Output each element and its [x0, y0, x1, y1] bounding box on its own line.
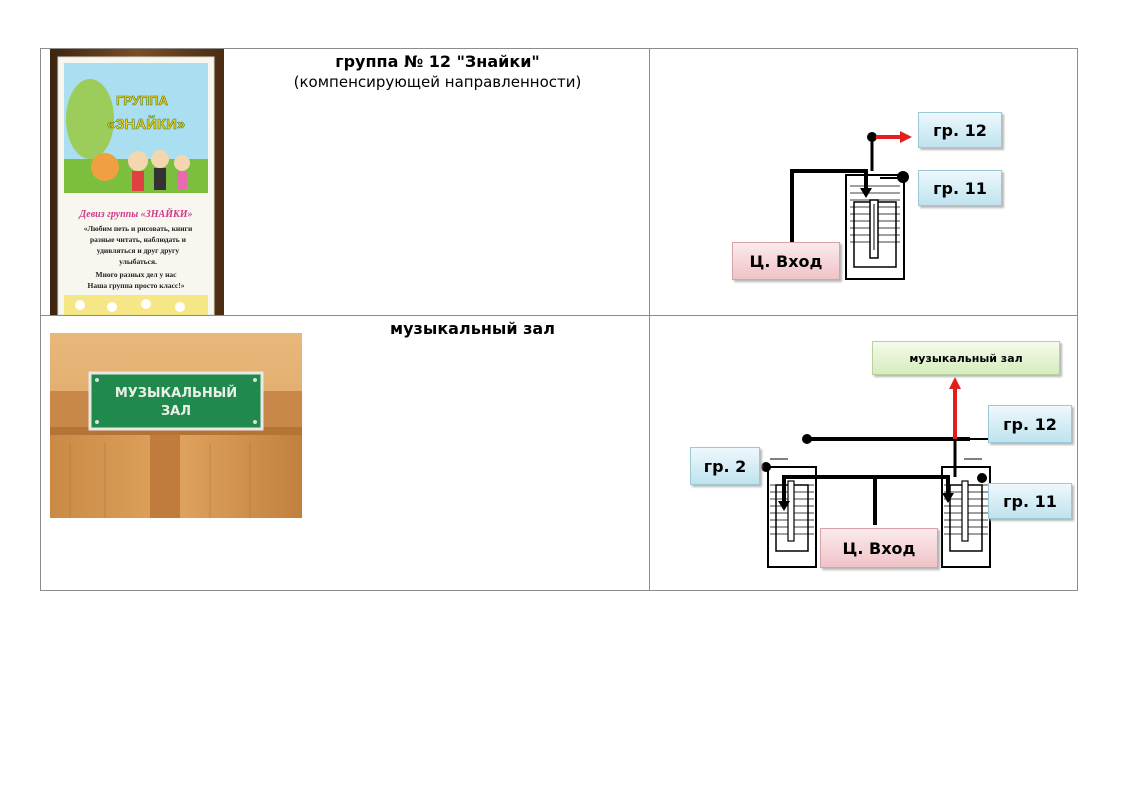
label-music-hall: музыкальный зал	[872, 341, 1060, 375]
group-subtitle: (компенсирующей направленности)	[293, 73, 582, 91]
label-main-entrance: Ц. Вход	[820, 528, 938, 568]
label-group-12: гр. 12	[988, 405, 1072, 443]
poster-motto-title: Девиз группы «ЗНАЙКИ»	[78, 208, 192, 220]
route-map-music-hall: музыкальный зал гр. 12 гр. 2 гр. 11 Ц. В…	[680, 335, 1080, 580]
label-group-11: гр. 11	[988, 483, 1072, 519]
table-column-divider	[649, 48, 650, 591]
label-group-12: гр. 12	[918, 112, 1002, 148]
music-hall-door-photo: МУЗЫКАЛЬНЫЙ ЗАЛ	[50, 333, 302, 518]
sign-line1: МУЗЫКАЛЬНЫЙ	[115, 385, 237, 401]
group-door-photo: ГРУППА «ЗНАЙКИ» Девиз группы «ЗНАЙКИ» «Л…	[50, 49, 224, 315]
staircase-icon	[845, 174, 905, 280]
group-title: группа № 12 "Знайки"	[335, 52, 540, 71]
poster-motto-line5: Много разных дел у нас	[96, 270, 178, 279]
poster-heading-line1: ГРУППА	[116, 93, 169, 108]
label-main-entrance: Ц. Вход	[732, 242, 840, 280]
route-map-group12: гр. 12 гр. 11 Ц. Вход	[700, 100, 1030, 300]
label-group-2: гр. 2	[690, 447, 760, 485]
staircase-icon-left	[767, 458, 817, 568]
poster-motto-line2: разные читать, наблюдать и	[90, 235, 187, 244]
poster-motto-line6: Наша группа просто класс!»	[87, 281, 184, 290]
staircase-icon-right	[941, 458, 991, 568]
table-row-divider	[40, 315, 1078, 316]
poster-motto-line4: улыбаться.	[119, 257, 157, 266]
poster-motto-line1: «Любим петь и рисовать, книги	[84, 224, 193, 233]
poster-heading-line2: «ЗНАЙКИ»	[107, 115, 185, 133]
music-hall-title: музыкальный зал	[390, 319, 555, 338]
poster-motto-line3: удивляться и друг другу	[97, 246, 180, 255]
sign-line2: ЗАЛ	[161, 404, 191, 419]
label-group-11: гр. 11	[918, 170, 1002, 206]
info-table	[40, 48, 1078, 591]
